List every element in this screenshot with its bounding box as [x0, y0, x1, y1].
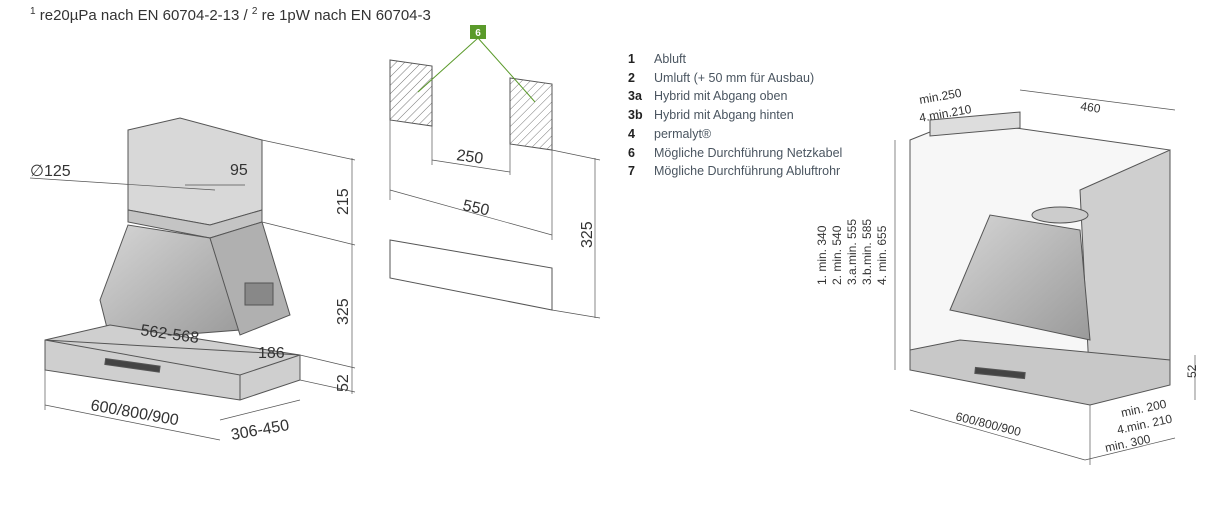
legend-item: 4 permalyt®: [628, 125, 842, 144]
dim-height-3a: 3.a.min. 555: [845, 219, 859, 285]
dim-height-4: 4. min. 655: [875, 225, 889, 285]
cutout-drawing: [389, 37, 601, 319]
legend-num: 1: [628, 52, 635, 66]
legend-label: permalyt®: [654, 126, 712, 141]
dim-height-1: 1. min. 340: [815, 225, 829, 285]
legend-num: 4: [628, 126, 635, 141]
legend-label: Umluft (+ 50 mm für Ausbau): [654, 70, 815, 85]
legend-num: 7: [628, 164, 635, 179]
dim-niche-52: 52: [1185, 364, 1199, 378]
legend-label: Hybrid mit Abgang oben: [654, 89, 788, 104]
legend-item: 7 Mögliche Durchführung Abluftrohr: [628, 162, 842, 181]
dim-95: 95: [230, 162, 248, 179]
legend-label: Mögliche Durchführung Netzkabel: [654, 145, 843, 160]
dim-325: 325: [335, 298, 352, 325]
dim-width: 600/800/900: [89, 397, 180, 429]
footnote-sup-2: 2: [251, 6, 258, 17]
dim-height-3b: 3.b.min. 585: [860, 219, 874, 285]
legend-num: 3a: [628, 89, 642, 104]
legend-num: 2: [628, 70, 635, 85]
dim-height-2: 2. min. 540: [830, 225, 844, 285]
dim-diameter: ∅125: [30, 163, 71, 180]
marker-6: 6: [475, 28, 481, 39]
dim-52: 52: [335, 374, 352, 392]
legend-num: 3b: [628, 108, 643, 123]
legend-label: Mögliche Durchführung Abluftrohr: [654, 164, 841, 179]
footnote: 1 re20µPa nach EN 60704-2-13 / 2 re 1pW …: [30, 6, 431, 24]
legend-label: Abluft: [654, 52, 686, 66]
legend-item: 1 Abluft: [628, 50, 842, 69]
dim-550: 550: [461, 197, 491, 219]
footnote-text-1: re20µPa nach EN 60704-2-13 /: [35, 7, 252, 24]
legend-label: Hybrid mit Abgang hinten: [654, 108, 794, 123]
dim-215: 215: [335, 188, 352, 215]
hood-drawing: [29, 117, 356, 441]
footnote-text-2: re 1pW nach EN 60704-3: [257, 7, 431, 24]
dim-186: 186: [258, 345, 285, 362]
legend-item: 2 Umluft (+ 50 mm für Ausbau): [628, 69, 842, 88]
niche-drawing: [894, 89, 1196, 465]
legend-num: 6: [628, 145, 635, 160]
dim-depth: 306-450: [230, 417, 291, 444]
legend-item: 6 Mögliche Durchführung Netzkabel: [628, 144, 842, 163]
dim-460: 460: [1080, 99, 1102, 116]
footnote-sup-1: 1: [30, 6, 36, 17]
dim-325-cutout: 325: [579, 221, 596, 248]
dim-min300: min. 300: [1104, 432, 1152, 455]
dim-niche-width: 600/800/900: [954, 409, 1022, 439]
dim-250: 250: [455, 147, 484, 168]
legend-item: 3b Hybrid mit Abgang hinten: [628, 106, 842, 125]
marker-6-badge: [470, 25, 486, 39]
legend-item: 3a Hybrid mit Abgang oben: [628, 87, 842, 106]
